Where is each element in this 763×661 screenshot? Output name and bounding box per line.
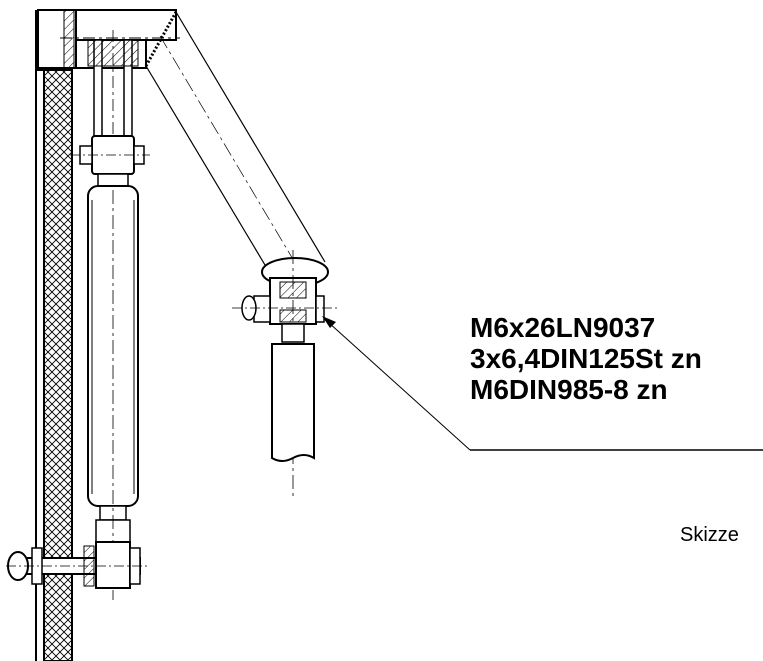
upper-clevis: [70, 135, 150, 175]
part-washer: 3x6,4DIN125St zn: [470, 343, 702, 374]
bottom-bolt: [6, 541, 150, 589]
diagonal-arm: [144, 11, 326, 271]
callout-leader: [322, 316, 763, 451]
lower-rod: [271, 323, 315, 462]
sketch-caption: Skizze: [680, 524, 739, 546]
part-list-callout: M6x26LN9037 3x6,4DIN125St zn M6DIN985-8 …: [470, 312, 702, 405]
gas-spring: [87, 173, 139, 600]
part-nut: M6DIN985-8 zn: [470, 374, 668, 405]
hinge-fork: [87, 30, 139, 200]
part-bolt: M6x26LN9037: [470, 312, 656, 343]
